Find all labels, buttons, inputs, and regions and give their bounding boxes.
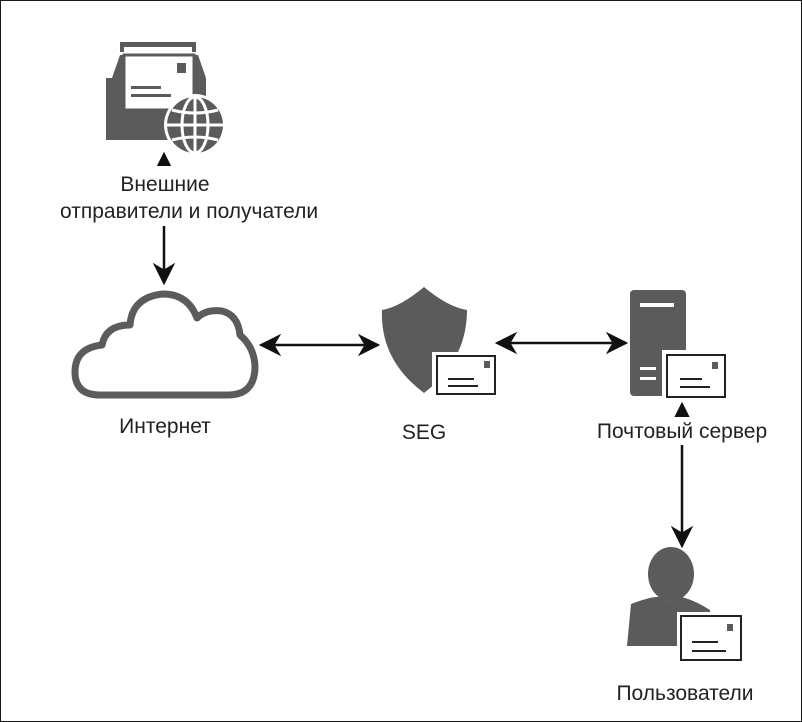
node-label-mailserver: Почтовый сервер: [596, 420, 768, 443]
node-label-external: Внешние отправители и получатели: [60, 171, 319, 225]
node-label-seg: SEG: [401, 421, 447, 444]
label-line: отправители и получатели: [60, 200, 319, 223]
shield-envelope-icon: [381, 287, 498, 398]
user-envelope-icon: [627, 547, 747, 664]
label-line: Внешние: [120, 173, 210, 196]
server-envelope-icon: [630, 290, 730, 400]
mail-inbox-globe-icon: [106, 42, 226, 156]
node-label-internet: Интернет: [119, 415, 211, 438]
node-label-users: Пользователи: [616, 682, 754, 705]
cloud-icon: [71, 290, 259, 399]
